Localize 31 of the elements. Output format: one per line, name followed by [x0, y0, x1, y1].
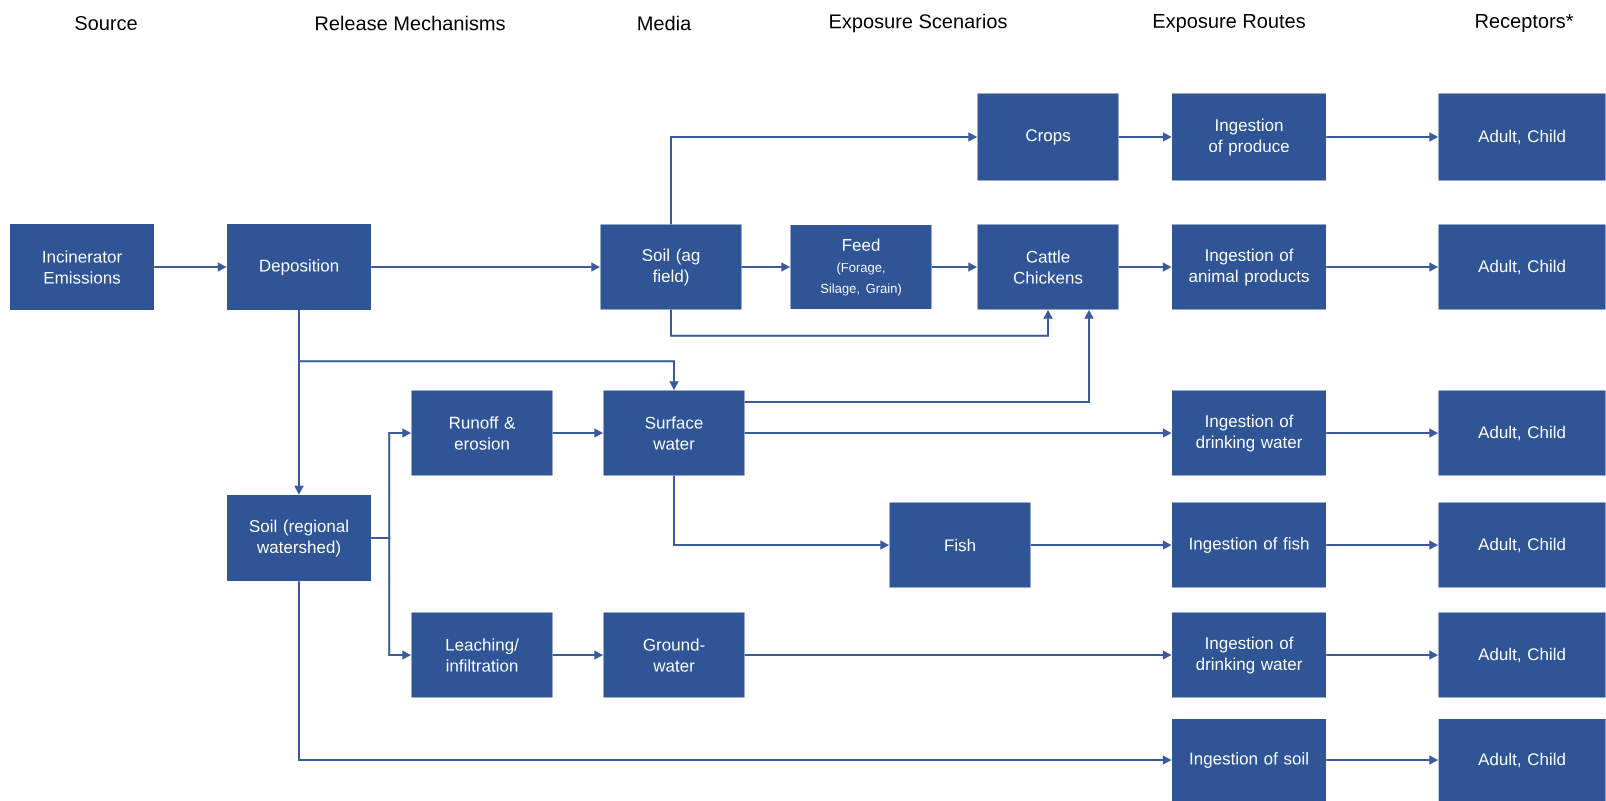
process-box: Surface water	[603, 390, 745, 476]
process-box: Incinerator Emissions	[10, 224, 154, 310]
process-box: Ground-water	[603, 612, 745, 698]
column-heading: Exposure Routes	[1153, 14, 1305, 32]
process-box: Adult, Child	[1438, 612, 1606, 698]
process-box: Crops	[977, 93, 1119, 181]
process-box: Adult, Child	[1438, 719, 1606, 801]
process-box: Adult, Child	[1438, 502, 1606, 588]
process-box: Ingestion of drinking water	[1172, 390, 1326, 476]
process-box: Runoff & erosion	[411, 390, 553, 476]
process-box: Ingestion of fish	[1172, 502, 1326, 588]
process-box: Leaching/ infiltration	[411, 612, 553, 698]
process-box: Soil (regional watershed)	[227, 495, 371, 581]
column-heading: Media	[638, 15, 692, 31]
column-heading: Release Mechanisms	[316, 15, 505, 31]
process-box: Ingestion of animal products	[1172, 224, 1326, 310]
column-heading: Receptors*	[1476, 14, 1574, 32]
process-box: Deposition	[227, 224, 371, 310]
process-box: Fish	[889, 502, 1031, 588]
column-heading: Exposure Scenarios	[830, 13, 1007, 33]
process-box: Adult, Child	[1438, 224, 1606, 310]
process-box: Ingestion of drinking water	[1172, 612, 1326, 698]
process-box: Ingestion of soil	[1172, 719, 1326, 801]
process-box: Cattle Chickens	[977, 224, 1119, 310]
process-box: Soil (ag field)	[600, 224, 742, 310]
arrow	[670, 308, 1053, 337]
process-box: Ingestion of produce	[1172, 93, 1326, 181]
process-box: Feed (Forage, Silage, Grain)	[790, 225, 932, 309]
process-box: Adult, Child	[1438, 390, 1606, 476]
column-heading: Source	[75, 15, 137, 31]
process-box: Adult, Child	[1438, 93, 1606, 181]
